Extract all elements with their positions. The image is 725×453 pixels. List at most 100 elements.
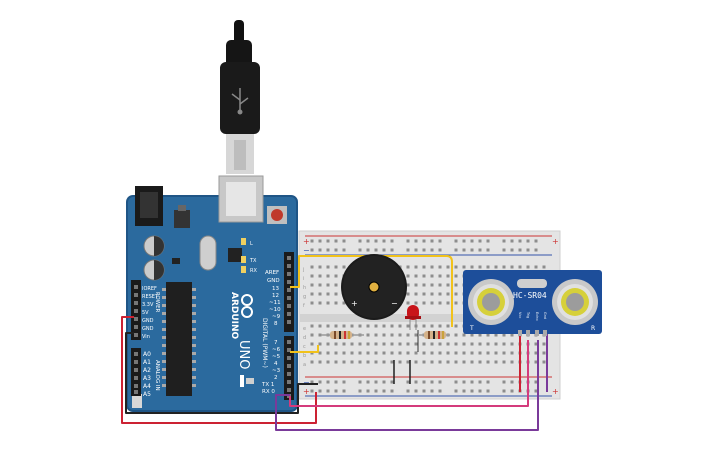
breadboard-hole[interactable] bbox=[326, 239, 330, 243]
breadboard-hole[interactable] bbox=[366, 239, 370, 243]
breadboard-hole[interactable] bbox=[478, 360, 482, 364]
breadboard-hole[interactable] bbox=[406, 265, 410, 269]
breadboard-hole[interactable] bbox=[334, 342, 338, 346]
breadboard-hole[interactable] bbox=[486, 351, 490, 355]
red-led[interactable] bbox=[405, 305, 421, 330]
breadboard-hole[interactable] bbox=[446, 301, 450, 305]
breadboard-hole[interactable] bbox=[478, 333, 482, 337]
breadboard-hole[interactable] bbox=[534, 380, 538, 384]
breadboard-hole[interactable] bbox=[342, 360, 346, 364]
breadboard-hole[interactable] bbox=[414, 265, 418, 269]
breadboard-hole[interactable] bbox=[414, 301, 418, 305]
breadboard-hole[interactable] bbox=[358, 248, 362, 252]
breadboard-hole[interactable] bbox=[430, 239, 434, 243]
breadboard-hole[interactable] bbox=[486, 389, 490, 393]
breadboard-hole[interactable] bbox=[454, 301, 458, 305]
breadboard-hole[interactable] bbox=[390, 239, 394, 243]
breadboard-hole[interactable] bbox=[430, 301, 434, 305]
arduino-uno-board[interactable]: L TX RX AREF GND 13 12 ~11 ~10 ~9 8 7 ~6… bbox=[126, 175, 298, 412]
breadboard-hole[interactable] bbox=[422, 265, 426, 269]
breadboard-hole[interactable] bbox=[534, 248, 538, 252]
breadboard-hole[interactable] bbox=[326, 265, 330, 269]
breadboard-hole[interactable] bbox=[486, 265, 490, 269]
breadboard-hole[interactable] bbox=[518, 248, 522, 252]
breadboard-hole[interactable] bbox=[414, 389, 418, 393]
breadboard-hole[interactable] bbox=[446, 324, 450, 328]
breadboard-hole[interactable] bbox=[462, 248, 466, 252]
breadboard-hole[interactable] bbox=[502, 351, 506, 355]
breadboard-hole[interactable] bbox=[534, 389, 538, 393]
breadboard-hole[interactable] bbox=[438, 274, 442, 278]
breadboard-hole[interactable] bbox=[342, 351, 346, 355]
breadboard-hole[interactable] bbox=[358, 380, 362, 384]
breadboard-hole[interactable] bbox=[470, 239, 474, 243]
breadboard-hole[interactable] bbox=[310, 380, 314, 384]
breadboard-hole[interactable] bbox=[510, 360, 514, 364]
breadboard-hole[interactable] bbox=[326, 248, 330, 252]
breadboard-hole[interactable] bbox=[494, 360, 498, 364]
breadboard-hole[interactable] bbox=[398, 360, 402, 364]
breadboard-hole[interactable] bbox=[430, 389, 434, 393]
breadboard-hole[interactable] bbox=[350, 351, 354, 355]
breadboard-hole[interactable] bbox=[414, 248, 418, 252]
breadboard-hole[interactable] bbox=[438, 292, 442, 296]
breadboard-hole[interactable] bbox=[446, 265, 450, 269]
breadboard-hole[interactable] bbox=[462, 360, 466, 364]
breadboard-hole[interactable] bbox=[326, 389, 330, 393]
breadboard-hole[interactable] bbox=[326, 342, 330, 346]
breadboard-hole[interactable] bbox=[510, 389, 514, 393]
breadboard-hole[interactable] bbox=[486, 380, 490, 384]
breadboard-hole[interactable] bbox=[430, 360, 434, 364]
breadboard-hole[interactable] bbox=[390, 324, 394, 328]
breadboard-hole[interactable] bbox=[454, 333, 458, 337]
breadboard-hole[interactable] bbox=[374, 380, 378, 384]
breadboard-hole[interactable] bbox=[350, 342, 354, 346]
breadboard-hole[interactable] bbox=[462, 265, 466, 269]
breadboard-hole[interactable] bbox=[342, 380, 346, 384]
breadboard-hole[interactable] bbox=[422, 342, 426, 346]
breadboard-hole[interactable] bbox=[334, 389, 338, 393]
breadboard-hole[interactable] bbox=[414, 274, 418, 278]
breadboard-hole[interactable] bbox=[438, 301, 442, 305]
breadboard-hole[interactable] bbox=[438, 360, 442, 364]
breadboard-hole[interactable] bbox=[350, 324, 354, 328]
breadboard-hole[interactable] bbox=[326, 274, 330, 278]
breadboard-hole[interactable] bbox=[470, 265, 474, 269]
breadboard-hole[interactable] bbox=[438, 380, 442, 384]
breadboard-hole[interactable] bbox=[382, 389, 386, 393]
breadboard-hole[interactable] bbox=[318, 283, 322, 287]
breadboard-hole[interactable] bbox=[470, 248, 474, 252]
breadboard-hole[interactable] bbox=[422, 239, 426, 243]
breadboard-hole[interactable] bbox=[502, 380, 506, 384]
breadboard-hole[interactable] bbox=[486, 360, 490, 364]
breadboard-hole[interactable] bbox=[486, 342, 490, 346]
breadboard-hole[interactable] bbox=[342, 248, 346, 252]
breadboard-hole[interactable] bbox=[342, 239, 346, 243]
breadboard-hole[interactable] bbox=[502, 342, 506, 346]
breadboard-hole[interactable] bbox=[318, 360, 322, 364]
breadboard-hole[interactable] bbox=[446, 292, 450, 296]
breadboard-hole[interactable] bbox=[358, 360, 362, 364]
breadboard-hole[interactable] bbox=[310, 248, 314, 252]
breadboard-hole[interactable] bbox=[462, 351, 466, 355]
breadboard-hole[interactable] bbox=[422, 301, 426, 305]
breadboard-hole[interactable] bbox=[406, 292, 410, 296]
breadboard-hole[interactable] bbox=[446, 274, 450, 278]
breadboard-hole[interactable] bbox=[406, 360, 410, 364]
breadboard[interactable]: + − + − + + j i h g f e d c b a bbox=[298, 230, 561, 400]
breadboard-hole[interactable] bbox=[382, 333, 386, 337]
breadboard-hole[interactable] bbox=[510, 333, 514, 337]
breadboard-hole[interactable] bbox=[374, 239, 378, 243]
breadboard-hole[interactable] bbox=[374, 333, 378, 337]
breadboard-hole[interactable] bbox=[382, 380, 386, 384]
breadboard-hole[interactable] bbox=[454, 351, 458, 355]
breadboard-hole[interactable] bbox=[478, 239, 482, 243]
breadboard-hole[interactable] bbox=[406, 342, 410, 346]
breadboard-hole[interactable] bbox=[454, 292, 458, 296]
breadboard-hole[interactable] bbox=[318, 292, 322, 296]
breadboard-hole[interactable] bbox=[310, 301, 314, 305]
breadboard-hole[interactable] bbox=[470, 380, 474, 384]
breadboard-hole[interactable] bbox=[358, 324, 362, 328]
breadboard-hole[interactable] bbox=[494, 333, 498, 337]
breadboard-hole[interactable] bbox=[478, 265, 482, 269]
